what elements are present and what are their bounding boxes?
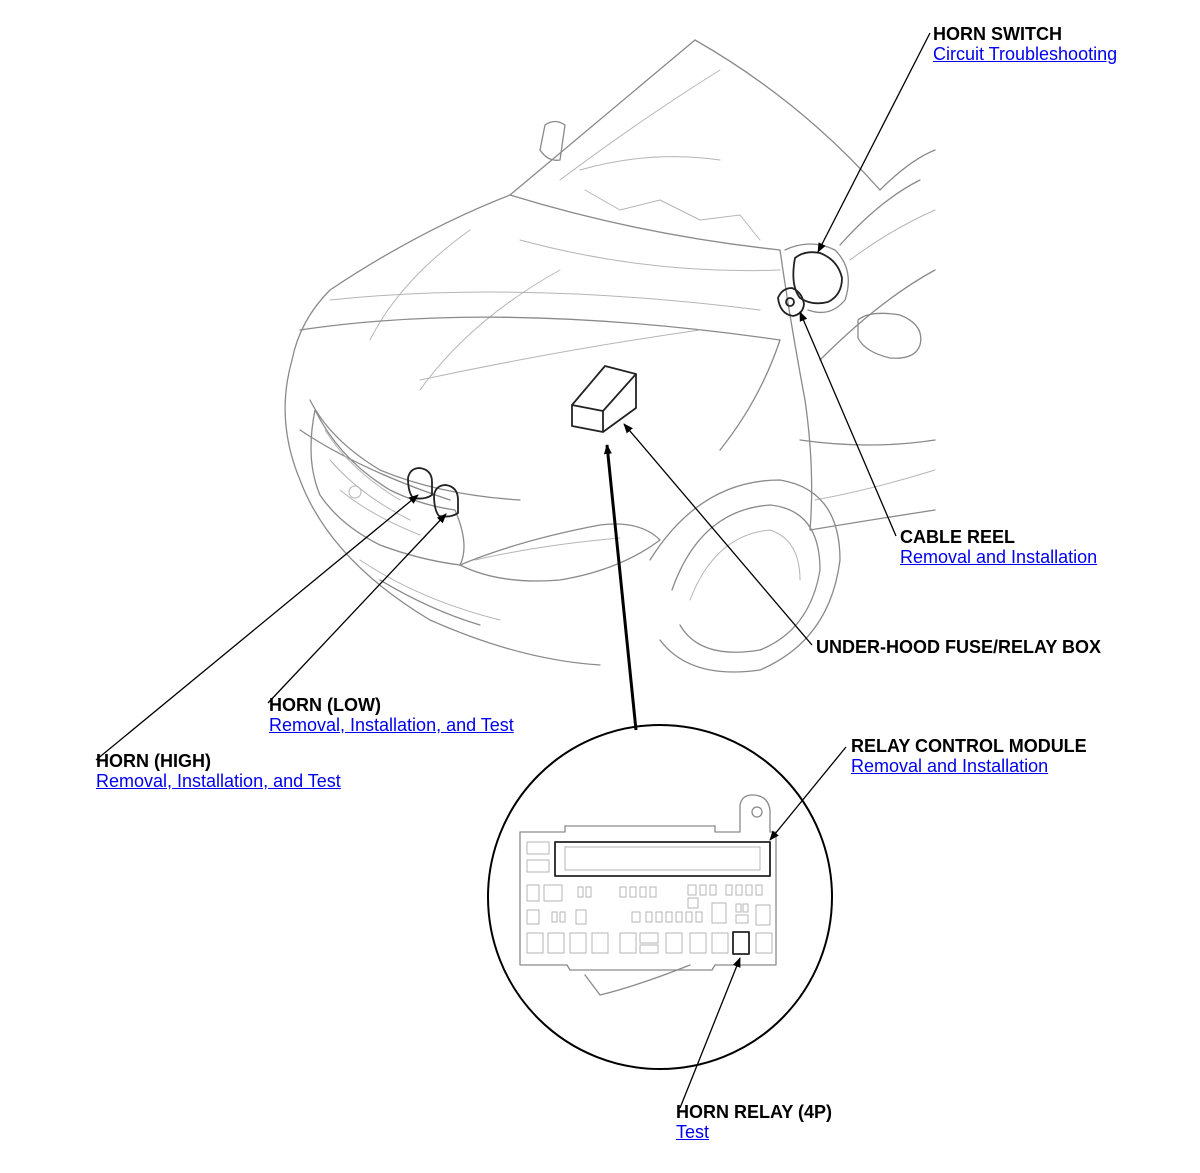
horn-high-title: HORN (HIGH) [96, 751, 211, 771]
horn-relay-test-link[interactable]: Test [676, 1122, 710, 1142]
leader-lines [95, 32, 931, 1109]
horn-high-removal-installation-test-link[interactable]: Removal, Installation, and Test [96, 771, 341, 791]
cable-reel-title: CABLE REEL [900, 527, 1016, 547]
under-hood-fuse-relay-box-title: UNDER-HOOD FUSE/RELAY BOX [816, 637, 1102, 657]
callout-horn-low: HORN (LOW) Removal, Installation, and Te… [269, 695, 514, 735]
car-illustration [284, 39, 936, 673]
magnified-detail-circle [487, 724, 833, 1070]
under-hood-fuse-relay-box-component [571, 365, 637, 433]
callout-horn-high: HORN (HIGH) Removal, Installation, and T… [96, 751, 341, 791]
horn-high-component [407, 467, 433, 500]
cable-reel-removal-installation-link[interactable]: Removal and Installation [900, 547, 1098, 567]
horn-switch-title: HORN SWITCH [933, 24, 1062, 44]
callout-horn-switch: HORN SWITCH Circuit Troubleshooting [933, 24, 1117, 64]
horn-low-title: HORN (LOW) [269, 695, 381, 715]
horn-switch-component [784, 243, 849, 314]
callout-under-hood-fuse-relay-box: UNDER-HOOD FUSE/RELAY BOX [816, 637, 1101, 657]
callout-horn-relay: HORN RELAY (4P) Test [676, 1102, 832, 1142]
horn-relay-component [732, 931, 750, 955]
horn-low-removal-installation-test-link[interactable]: Removal, Installation, and Test [269, 715, 514, 735]
callout-relay-control-module: RELAY CONTROL MODULE Removal and Install… [851, 736, 1087, 776]
horn-relay-title: HORN RELAY (4P) [676, 1102, 833, 1122]
relay-control-module-title: RELAY CONTROL MODULE [851, 736, 1087, 756]
callout-cable-reel: CABLE REEL Removal and Installation [900, 527, 1097, 567]
relay-control-module-removal-installation-link[interactable]: Removal and Installation [851, 756, 1049, 776]
horn-switch-circuit-troubleshooting-link[interactable]: Circuit Troubleshooting [933, 44, 1118, 64]
horn-low-component [433, 484, 459, 518]
cable-reel-component [777, 287, 805, 317]
